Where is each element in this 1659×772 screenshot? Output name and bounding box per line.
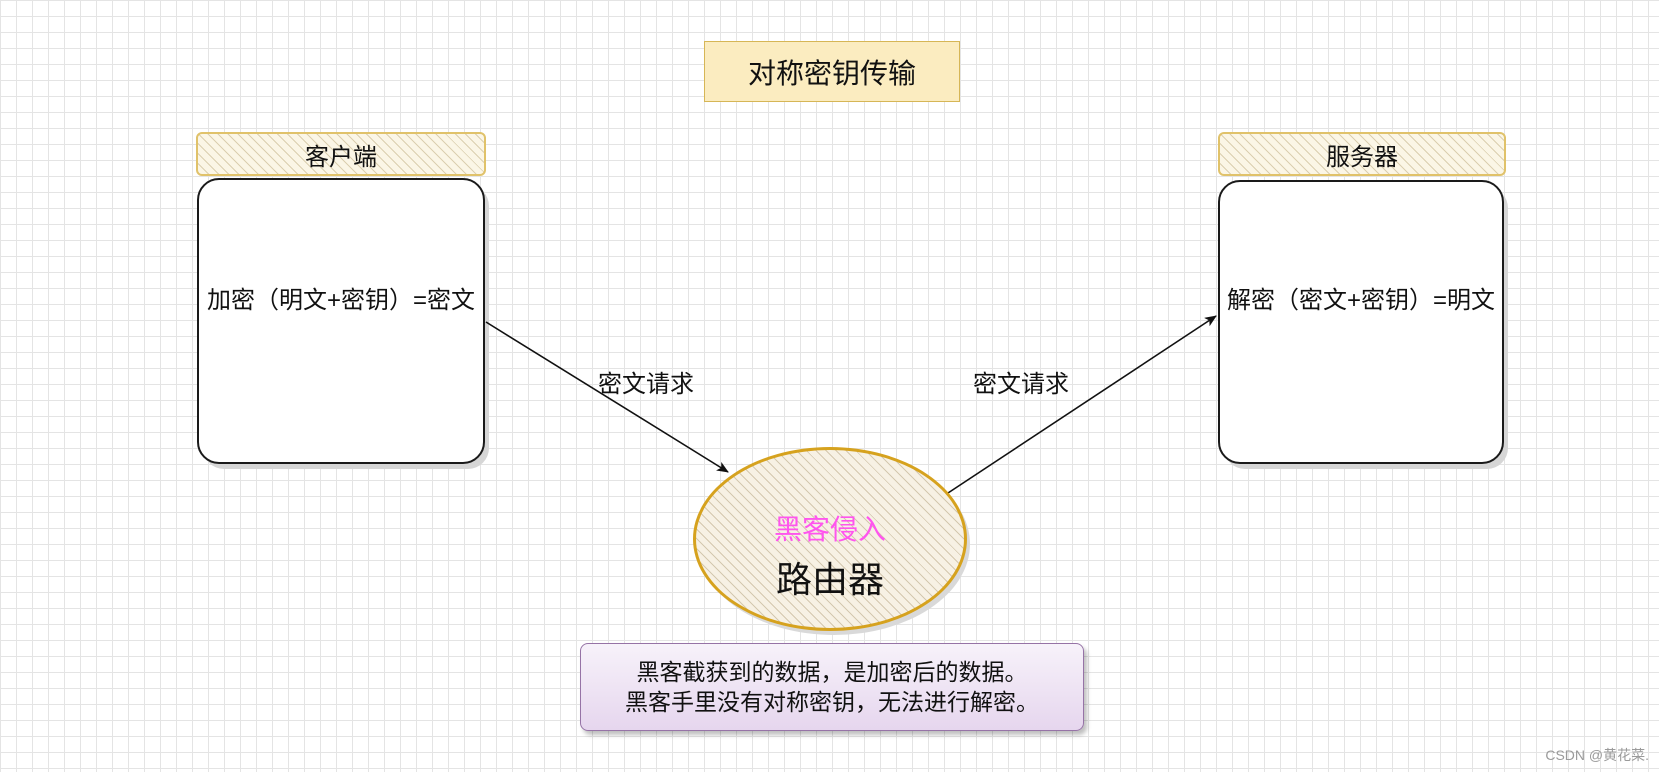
- diagram-title: 对称密钥传输: [704, 41, 960, 102]
- note-line-1: 黑客截获到的数据，是加密后的数据。: [636, 659, 1028, 685]
- edge-label-left: 密文请求: [598, 371, 694, 398]
- server-header: 服务器: [1218, 132, 1506, 176]
- note-line-2: 黑客手里没有对称密钥，无法进行解密。: [625, 689, 1039, 715]
- explanation-note: 黑客截获到的数据，是加密后的数据。 黑客手里没有对称密钥，无法进行解密。: [580, 643, 1084, 731]
- edge-label-right: 密文请求: [973, 371, 1069, 398]
- client-body-text: 加密（明文+密钥）=密文: [206, 287, 476, 314]
- client-panel: [197, 178, 485, 464]
- router-node: [693, 447, 967, 631]
- watermark: CSDN @黄花菜.: [1545, 747, 1649, 763]
- edge-router-to-server: [947, 315, 1217, 494]
- server-panel: [1218, 180, 1504, 464]
- server-body-text: 解密（密文+密钥）=明文: [1226, 287, 1496, 314]
- server-header-label: 服务器: [1326, 143, 1398, 171]
- client-header: 客户端: [196, 132, 486, 176]
- client-header-label: 客户端: [305, 143, 377, 171]
- edge-client-to-router: [485, 321, 729, 473]
- hacker-label: 黑客侵入: [773, 514, 886, 545]
- router-label: 路由器: [775, 559, 884, 600]
